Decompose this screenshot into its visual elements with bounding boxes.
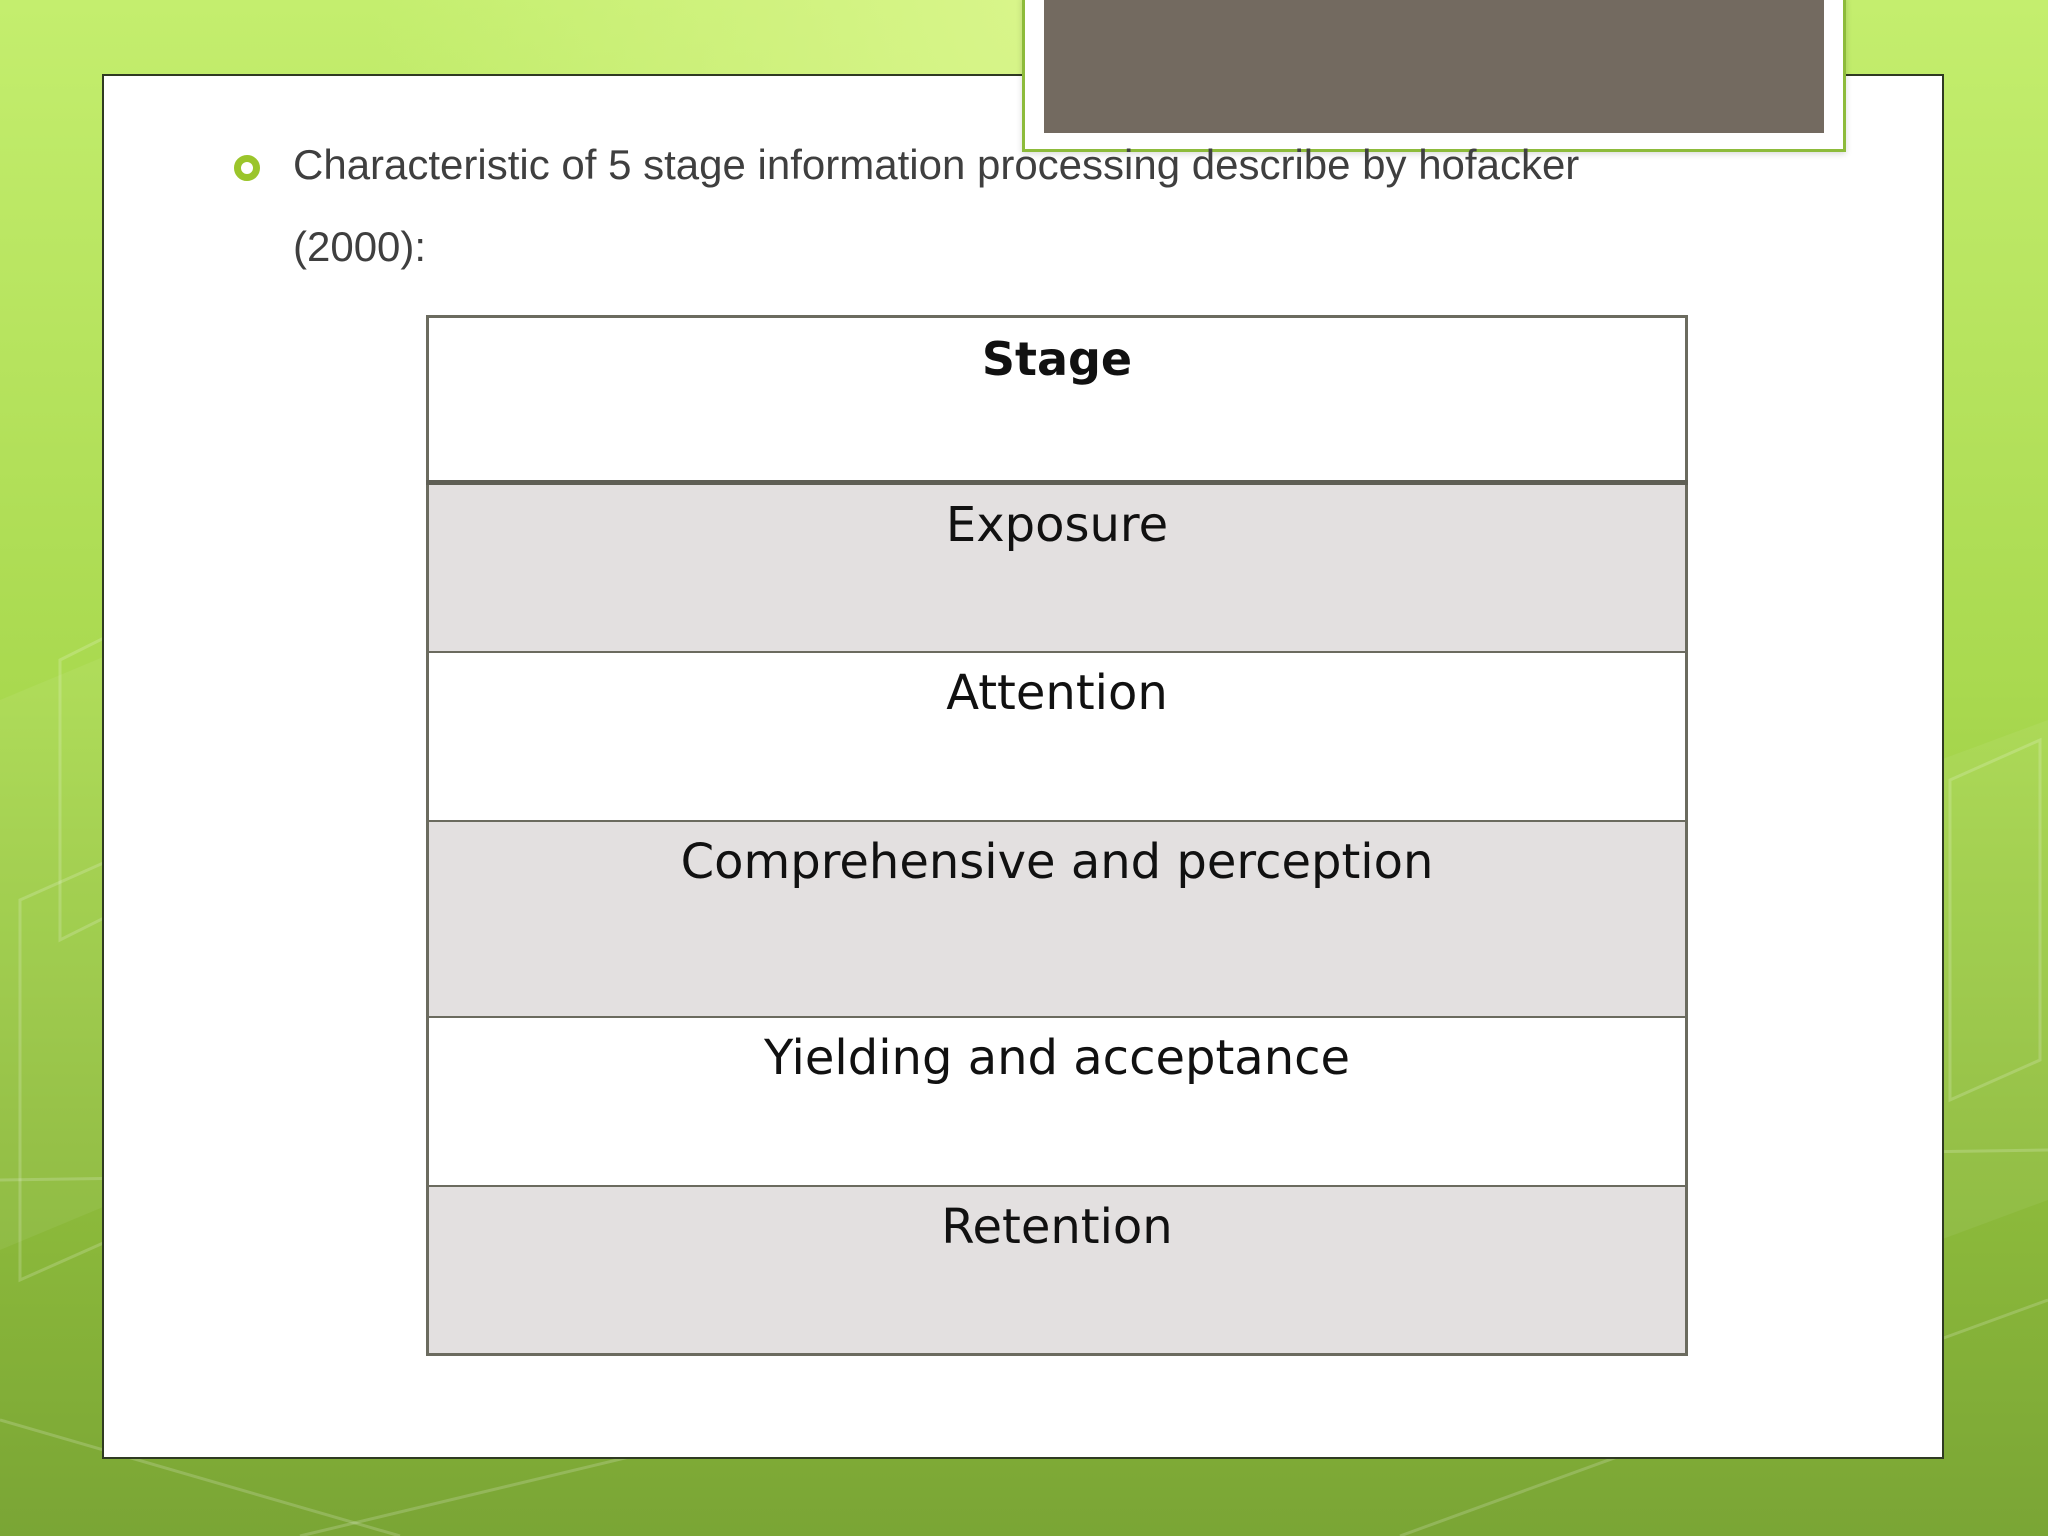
table-cell: Attention <box>426 650 1688 822</box>
title-placeholder-box <box>1044 0 1824 133</box>
table-cell: Retention <box>426 1184 1688 1356</box>
table-row: Retention <box>426 1184 1688 1356</box>
table-row: Comprehensive and perception <box>426 819 1688 1018</box>
table-header-stage: Stage <box>426 315 1688 485</box>
bullet-icon <box>234 155 260 181</box>
table-row: Yielding and acceptance <box>426 1015 1688 1187</box>
table-cell: Exposure <box>426 481 1688 653</box>
table-cell: Yielding and acceptance <box>426 1015 1688 1187</box>
title-placeholder-frame <box>1022 0 1846 152</box>
table-cell: Comprehensive and perception <box>426 819 1688 1018</box>
table-row: Exposure <box>426 481 1688 653</box>
table-row: Attention <box>426 650 1688 822</box>
bullet-text: Characteristic of 5 stage information pr… <box>293 141 1580 270</box>
table-header-row: Stage <box>426 315 1688 485</box>
stage-table: Stage Exposure Attention Comprehensive a… <box>426 315 1688 1356</box>
